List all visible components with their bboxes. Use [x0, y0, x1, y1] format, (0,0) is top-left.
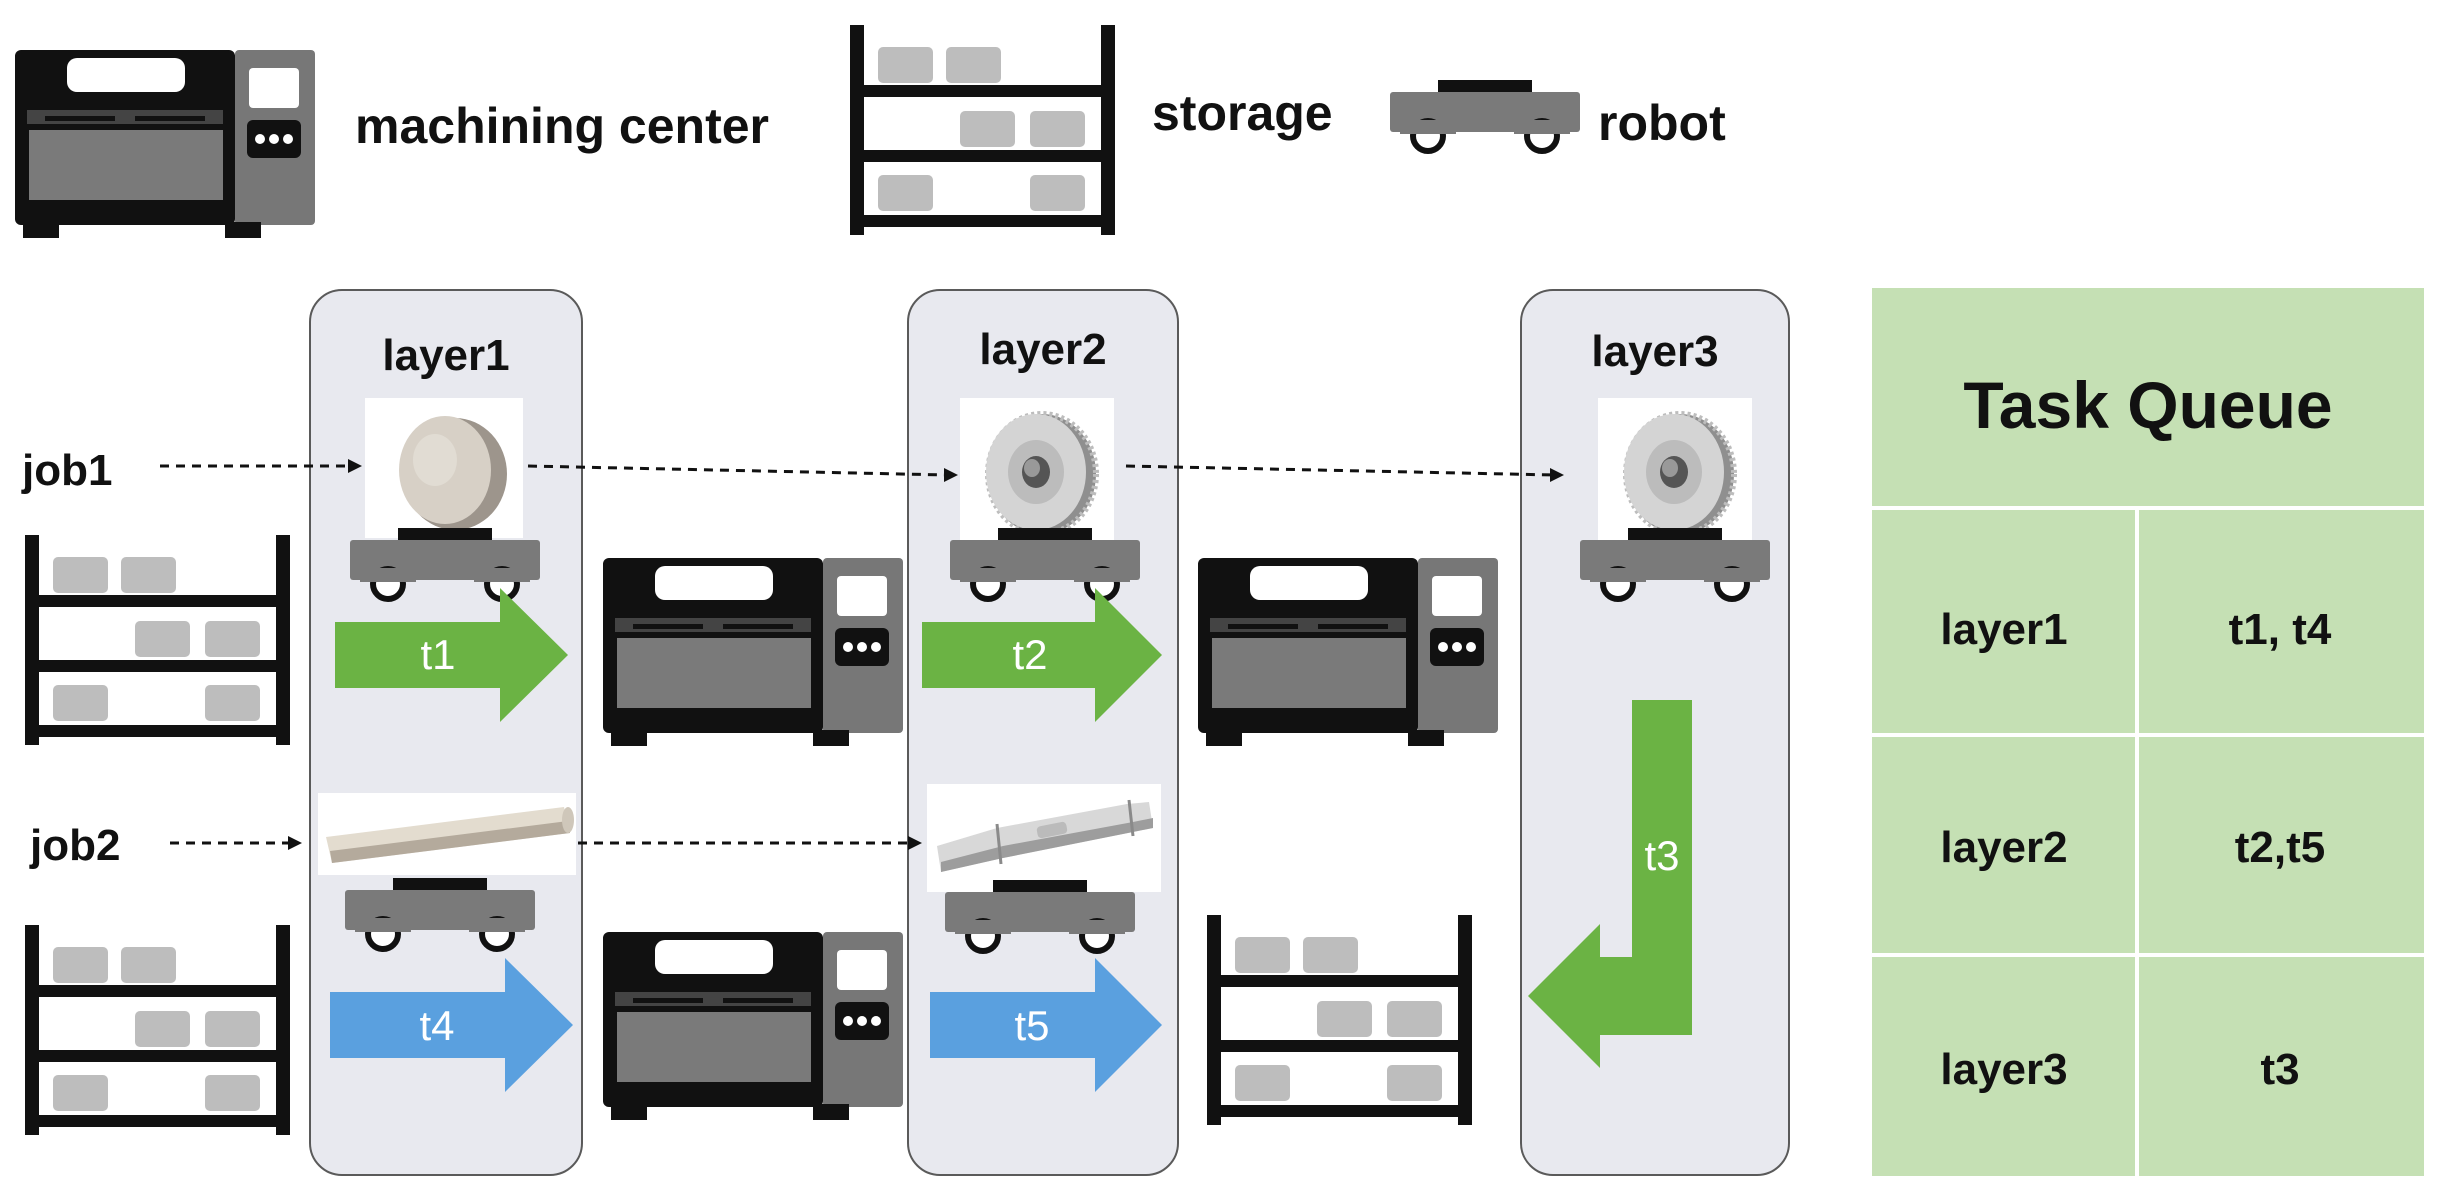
task-t2-arrow	[922, 588, 1162, 722]
storage-icon	[850, 25, 1115, 235]
shaft-part-icon	[925, 782, 1163, 894]
task-t3-arrow	[1528, 700, 1692, 1068]
legend-storage-label: storage	[1152, 85, 1333, 141]
queue-row-layer-label: layer3	[1940, 1045, 2067, 1094]
layer3-title: layer3	[1591, 327, 1718, 376]
machining-center-icon	[15, 50, 315, 238]
task-t4-label: t4	[419, 1002, 454, 1049]
layer1-title: layer1	[382, 331, 509, 380]
rod-part-icon	[318, 793, 576, 875]
legend-machining-center-label: machining center	[355, 98, 769, 154]
queue-row-tasks: t2,t5	[2235, 823, 2325, 872]
layer2-title: layer2	[979, 325, 1106, 374]
legend-robot-label: robot	[1598, 95, 1726, 151]
queue-row-layer-label: layer1	[1940, 605, 2067, 654]
robot-icon	[1390, 80, 1580, 151]
queue-row-layer-label: layer2	[1940, 823, 2067, 872]
job1-path-arrowheads	[348, 459, 1564, 482]
legend: machining center storage robot	[15, 25, 1726, 238]
job2-label: job2	[29, 821, 120, 870]
storage-icon	[25, 535, 290, 745]
job2-path-arrowheads	[288, 836, 922, 850]
storage-icon	[25, 925, 290, 1135]
storage-icon	[1207, 915, 1472, 1125]
task-t1-arrow	[335, 588, 568, 722]
machining-center-icon	[603, 932, 903, 1120]
gear-part-icon	[960, 398, 1114, 546]
queue-row-tasks: t1, t4	[2229, 605, 2332, 654]
job1-path	[160, 464, 1556, 477]
task-t2-label: t2	[1012, 631, 1047, 678]
disc-part-icon	[365, 398, 523, 538]
task-queue-table: Task Queue layer1 t1, t4 layer2 t2,t5 la…	[1872, 288, 2424, 1176]
machining-center-icon	[603, 558, 903, 746]
queue-row-tasks: t3	[2260, 1045, 2299, 1094]
task-queue-background	[1872, 288, 2424, 1176]
task-t5-arrow	[930, 958, 1162, 1092]
task-t4-arrow	[330, 958, 573, 1092]
task-queue-title: Task Queue	[1963, 368, 2332, 442]
task-t1-label: t1	[420, 631, 455, 678]
job1-label: job1	[21, 446, 112, 495]
task-t5-label: t5	[1014, 1002, 1049, 1049]
machining-center-icon	[1198, 558, 1498, 746]
finished-gear-part-icon	[1598, 398, 1752, 546]
task-t3-label: t3	[1644, 832, 1679, 879]
